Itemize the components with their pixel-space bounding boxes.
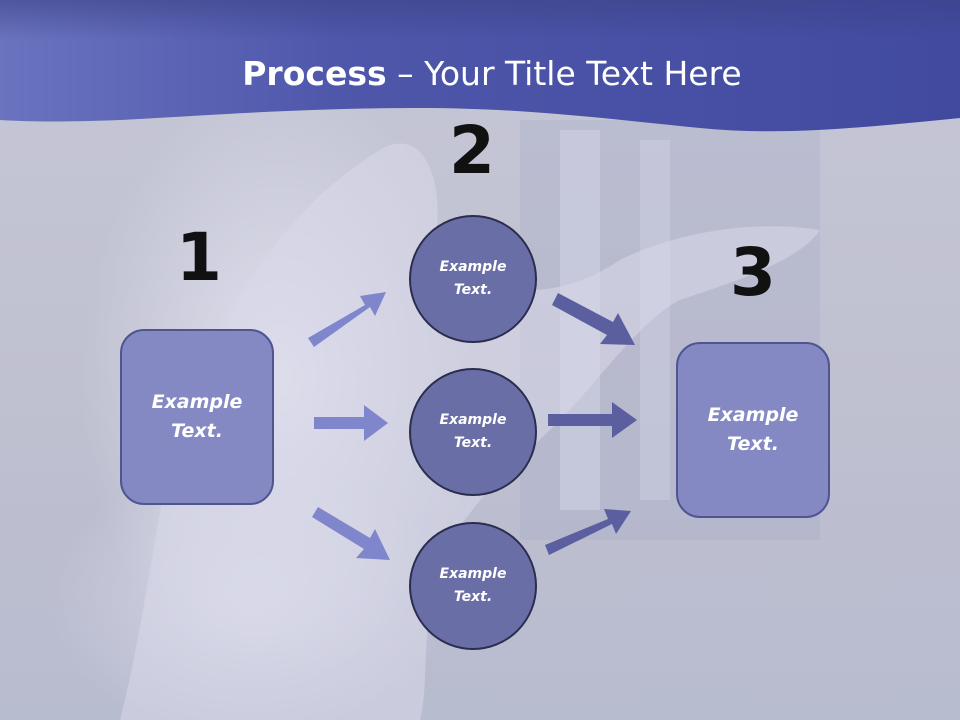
arrow-up-right-right-icon [545,509,631,555]
circle-bottom: Example Text. [409,522,537,650]
step-number-3: 3 [730,234,776,311]
circle-top-line-2: Text. [453,282,493,298]
right-box-line-2: Text. [727,433,779,455]
circle-middle: Example Text. [409,368,537,496]
arrow-up-right-left-icon [308,292,386,347]
circle-middle-line-1: Example [439,412,507,428]
circle-bottom-line-2: Text. [453,589,493,605]
circle-middle-line-2: Text. [453,435,493,451]
step-number-2: 2 [449,112,495,189]
circle-top: Example Text. [409,215,537,343]
title-rest: – Your Title Text Here [386,54,742,93]
left-box-line-2: Text. [171,420,223,442]
circle-bottom-line-1: Example [439,566,507,582]
arrow-right-left-icon [314,405,388,441]
circle-top-line-1: Example [439,259,507,275]
left-box: Example Text. [120,329,274,505]
step-number-1: 1 [176,219,222,296]
arrow-down-right-left-icon [312,507,390,560]
title-bold: Process [242,54,387,93]
left-box-line-1: Example [151,391,243,413]
right-box-line-1: Example [707,404,799,426]
right-box: Example Text. [676,342,830,518]
slide-title: Process – Your Title Text Here [0,52,960,96]
arrow-down-right-right-icon [552,293,635,345]
arrow-right-right-icon [548,402,637,438]
